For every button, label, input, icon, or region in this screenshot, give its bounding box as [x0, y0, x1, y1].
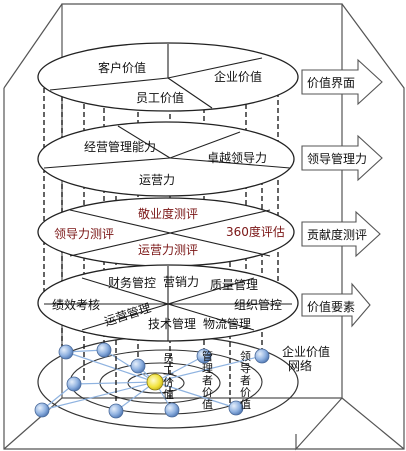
label-leadership-assessment: 领导力测评 [54, 227, 114, 241]
arrow-value-interface [301, 58, 383, 106]
network-nodes [34, 342, 270, 419]
network-node [164, 402, 180, 418]
label-organization-control: 组织管控 [234, 297, 282, 312]
layer-value-elements [37, 264, 299, 342]
vertical-label-manager-value: 管理者价值 [202, 349, 213, 411]
arrow-contribution [301, 210, 381, 258]
label-employee-value: 员工价值 [136, 90, 184, 105]
side-label-contribution: 贡献度测评 [307, 227, 367, 242]
side-label-network: 企业价值网络 [282, 344, 330, 373]
label-operating-management: 经营管理能力 [84, 139, 156, 154]
network-node [66, 376, 82, 392]
network-node [96, 342, 112, 358]
label-enterprise-value: 企业价值 [214, 69, 262, 84]
network-node [130, 358, 146, 374]
network-node [108, 403, 124, 419]
side-label-leadership: 领导管理力 [307, 151, 367, 166]
label-engagement-assessment: 敬业度测评 [138, 206, 198, 221]
layer-leadership [37, 121, 295, 197]
layer-contribution [37, 197, 295, 267]
label-excellent-leadership: 卓越领导力 [207, 151, 267, 165]
network-node [58, 344, 74, 360]
label-customer-value: 客户价值 [98, 60, 146, 75]
vertical-label-leader-value: 领导者价值 [240, 350, 251, 411]
arrow-value-elements [301, 282, 371, 328]
side-arrows [301, 58, 383, 328]
center-node [146, 373, 164, 391]
network-node [254, 348, 270, 364]
vertical-label-employee-value: 员工价值 [163, 352, 174, 401]
network-node [34, 402, 50, 418]
label-marketing: 营销力 [163, 275, 199, 289]
label-performance-review: 绩效考核 [52, 297, 100, 312]
arrow-leadership [301, 134, 383, 182]
layer-value-interface [37, 42, 299, 112]
network-node [228, 400, 244, 416]
label-technology-management: 技术管理 [148, 316, 196, 331]
label-360-evaluation: 360度评估 [226, 224, 285, 239]
side-label-value-interface: 价值界面 [307, 75, 355, 90]
side-label-value-elements: 价值要素 [307, 299, 355, 314]
label-quality-management: 质量管理 [210, 277, 258, 292]
network-node [196, 348, 212, 364]
label-logistics-management: 物流管理 [203, 316, 251, 331]
label-operations-assessment: 运营力测评 [138, 243, 198, 257]
label-financial-control: 财务管控 [108, 275, 156, 290]
label-operations: 运营力 [139, 173, 175, 187]
